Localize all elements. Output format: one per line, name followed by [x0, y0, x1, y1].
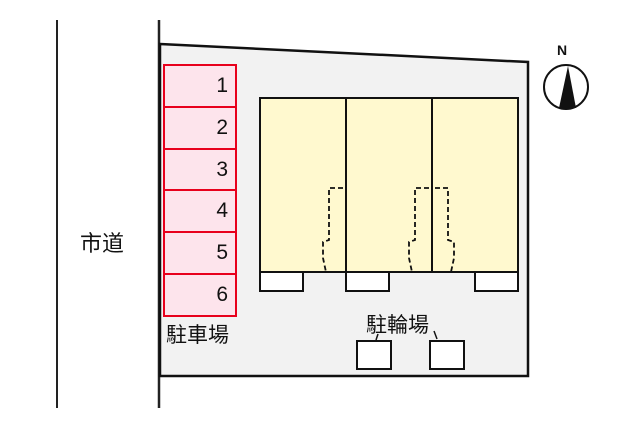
parking-space-1: 1	[216, 74, 228, 97]
parking-space-5: 5	[216, 241, 228, 264]
parking-space-3: 3	[216, 158, 228, 181]
north-label: N	[557, 42, 568, 58]
bicycle-parking	[356, 330, 465, 370]
parking-space-4: 4	[216, 199, 228, 222]
parking-space-2: 2	[216, 116, 228, 139]
parking-space-6: 6	[216, 283, 228, 306]
building	[259, 97, 519, 292]
north-compass-icon	[543, 64, 589, 110]
road-label: 市道	[80, 232, 125, 257]
bicycle-parking-label: 駐輪場	[366, 313, 429, 337]
parking-label: 駐車場	[166, 323, 229, 347]
parking-area	[163, 64, 237, 317]
